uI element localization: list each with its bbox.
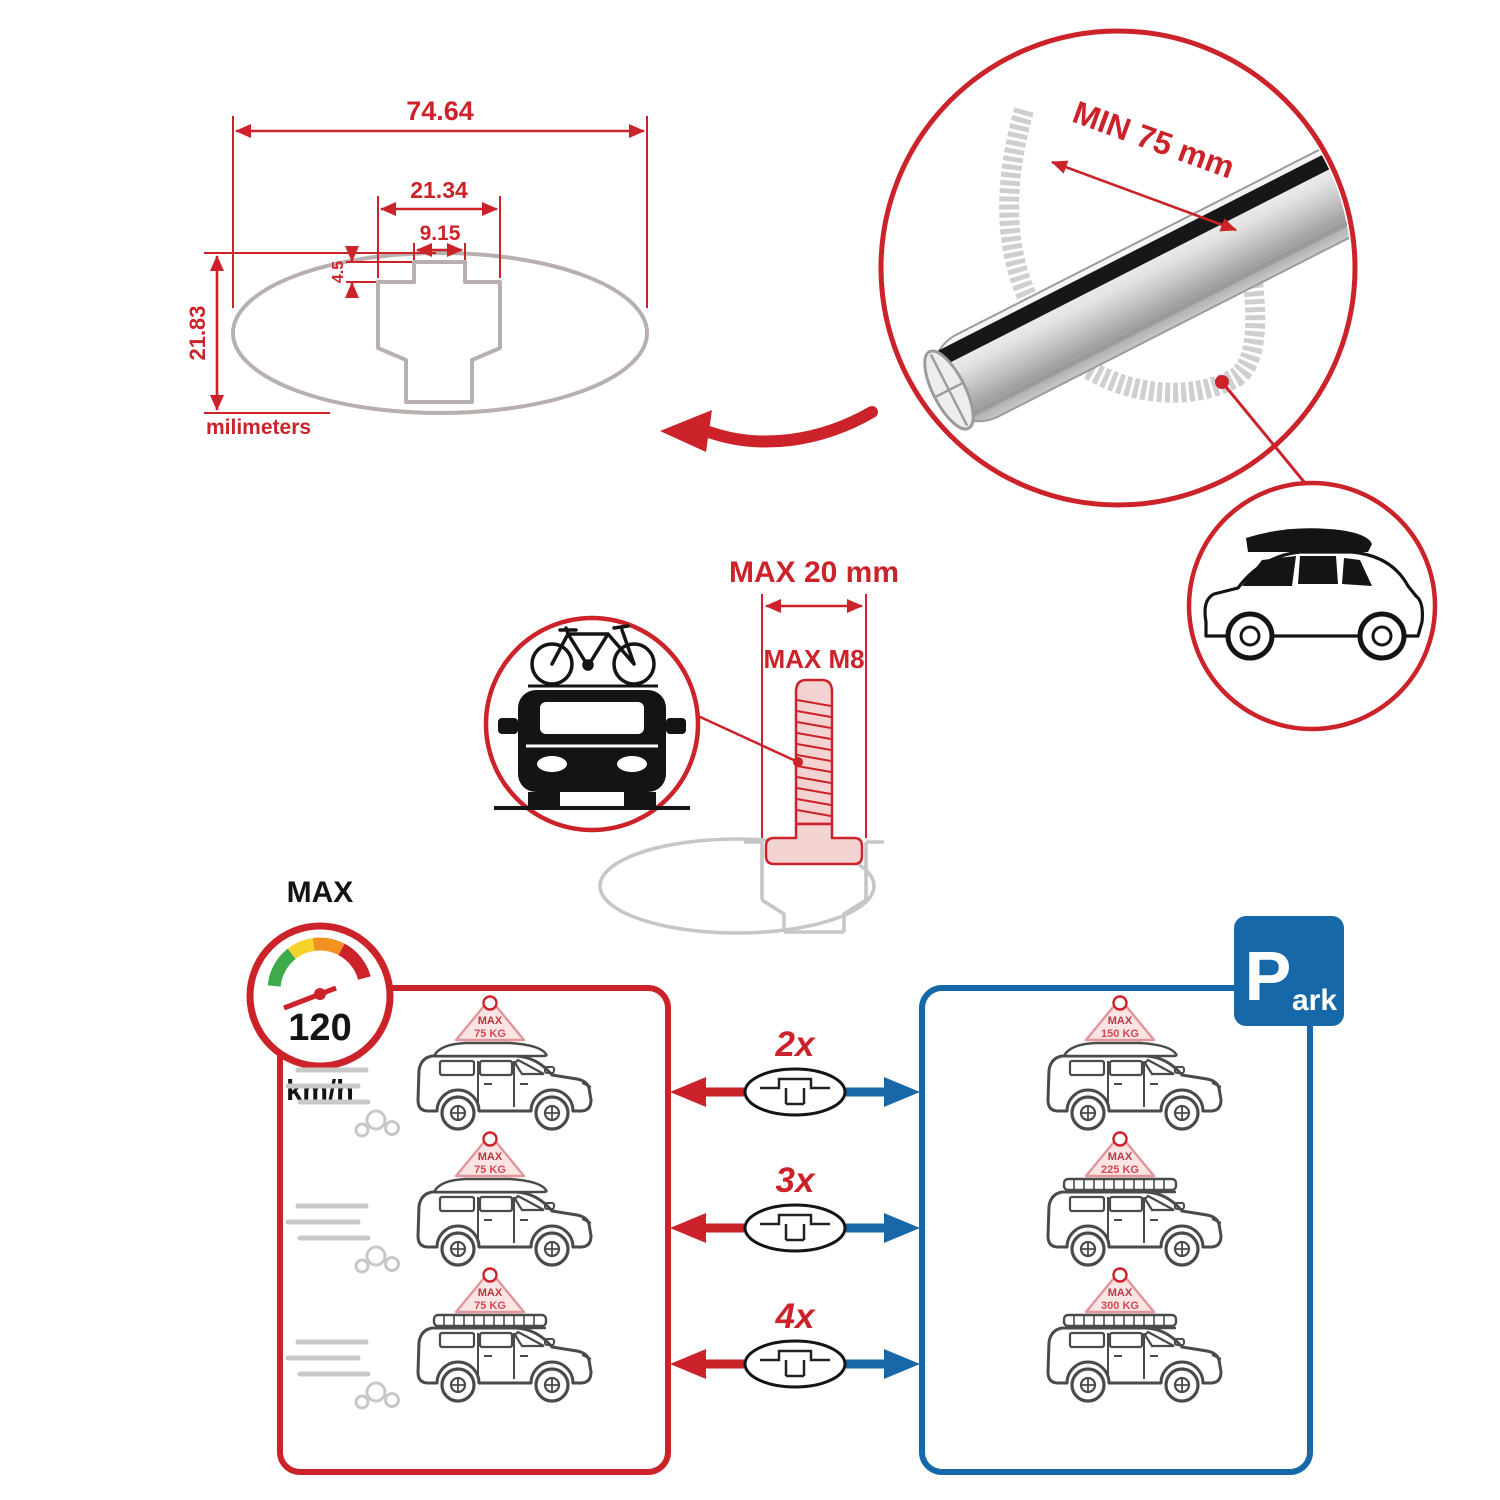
car-front-icon [494, 690, 690, 810]
svg-text:MAX: MAX [1108, 1287, 1133, 1299]
roof-box-icon [432, 1041, 548, 1058]
connector-line [1220, 381, 1316, 495]
t-bolt [764, 678, 864, 866]
parking-sign: P ark [1234, 916, 1344, 1026]
dimension-slot-outer: 21.34 [377, 177, 501, 278]
gauge-max-label: MAX [287, 876, 354, 909]
roof-basket-icon [1062, 1313, 1178, 1330]
comparison-row: 2x [670, 1025, 920, 1117]
parking-cars: MAX 150 KG MAX 225 KG MAX 300 KG [1046, 995, 1223, 1403]
bar-profile-icon [743, 1339, 847, 1389]
max-head-width-label: MAX 20 mm [729, 556, 899, 589]
dimension-total-height: 21.83 [185, 252, 436, 414]
svg-text:MAX: MAX [1108, 1151, 1133, 1163]
svg-text:MAX: MAX [478, 1287, 503, 1299]
dim-slot-inner-value: 9.15 [420, 222, 461, 245]
gauge-value: 120 [288, 1007, 351, 1049]
svg-text:75 KG: 75 KG [474, 1164, 506, 1176]
units-label: milimeters [206, 416, 311, 439]
roof-box-icon [1246, 528, 1372, 552]
roof-basket-icon [1062, 1177, 1178, 1194]
bar-profile-icon [743, 1067, 847, 1117]
bar-closeup-circle: MIN 75 mm [878, 28, 1358, 508]
multiplier-label: 3x [776, 1161, 816, 1200]
right-arrow [884, 1213, 920, 1243]
svg-text:75 KG: 75 KG [474, 1300, 506, 1312]
svg-text:MAX: MAX [1108, 1015, 1133, 1027]
dim-total-width-value: 74.64 [406, 96, 474, 126]
dimension-total-width: 74.64 [232, 96, 648, 308]
roof-box-icon [432, 1177, 548, 1194]
load-flag: MAX 300 KG [1084, 1267, 1156, 1314]
clamp-strap [999, 107, 1266, 403]
svg-text:150 KG: 150 KG [1101, 1028, 1139, 1040]
driving-cars: MAX 75 KG MAX 75 KG MAX 75 KG [285, 995, 593, 1410]
right-arrow [884, 1077, 920, 1107]
pointer-arrow [660, 406, 878, 452]
dim-lip-depth-value: 4.5 [330, 261, 347, 283]
svg-text:MAX: MAX [478, 1015, 503, 1027]
bar-profile-icon [743, 1203, 847, 1253]
comparison-row: 3x [670, 1161, 920, 1253]
right-arrow [884, 1349, 920, 1379]
bolt-leader-line [697, 714, 799, 764]
car-front-bike-circle [483, 615, 701, 833]
dimension-lip-depth: 4.5 [330, 246, 412, 298]
tbolt-diagram: MAX 20 mm MAX M8 [598, 556, 899, 935]
roof-box-icon [1062, 1041, 1178, 1058]
load-flag: MAX 225 KG [1084, 1131, 1156, 1178]
gauge-arcs [267, 937, 371, 987]
left-arrow [670, 1077, 706, 1107]
load-flag: MAX 150 KG [1084, 995, 1156, 1042]
svg-text:300 KG: 300 KG [1101, 1300, 1139, 1312]
left-arrow [670, 1349, 706, 1379]
suv-roofbox-circle [1186, 480, 1438, 732]
cross-section-diagram: 74.64 21.34 9.15 4.5 21.83 milimeters [185, 96, 649, 439]
gauge-needle [283, 985, 337, 1011]
roof-basket-icon [432, 1313, 548, 1330]
comparison-rows: 2x 3x 4x [670, 1025, 920, 1389]
multiplier-label: 2x [775, 1025, 816, 1064]
svg-text:MAX: MAX [478, 1151, 503, 1163]
load-flag: MAX 75 KG [454, 1131, 526, 1178]
bar-section-ghost [598, 837, 876, 935]
load-flag: MAX 75 KG [454, 1267, 526, 1314]
min-span-arrow [1051, 160, 1237, 232]
dimension-slot-inner: 9.15 [413, 222, 466, 260]
speed-limit-gauge: MAX 120 km/h [246, 876, 394, 1107]
max-thread-label: MAX M8 [763, 644, 864, 674]
bicycle-icon [530, 624, 656, 686]
bar-cross-section-ellipse [231, 251, 649, 415]
dim-slot-outer-value: 21.34 [410, 177, 468, 203]
comparison-row: 4x [670, 1297, 920, 1389]
parking-sign-ark: ark [1292, 984, 1337, 1017]
multiplier-label: 4x [775, 1297, 816, 1336]
load-flag: MAX 75 KG [454, 995, 526, 1042]
t-slot-profile [376, 260, 502, 404]
left-arrow [670, 1213, 706, 1243]
svg-text:225 KG: 225 KG [1101, 1164, 1139, 1176]
dim-total-height-value: 21.83 [185, 305, 210, 360]
parking-sign-p: P [1245, 937, 1292, 1015]
svg-text:75 KG: 75 KG [474, 1028, 506, 1040]
slot-profile-ghost [744, 840, 884, 934]
